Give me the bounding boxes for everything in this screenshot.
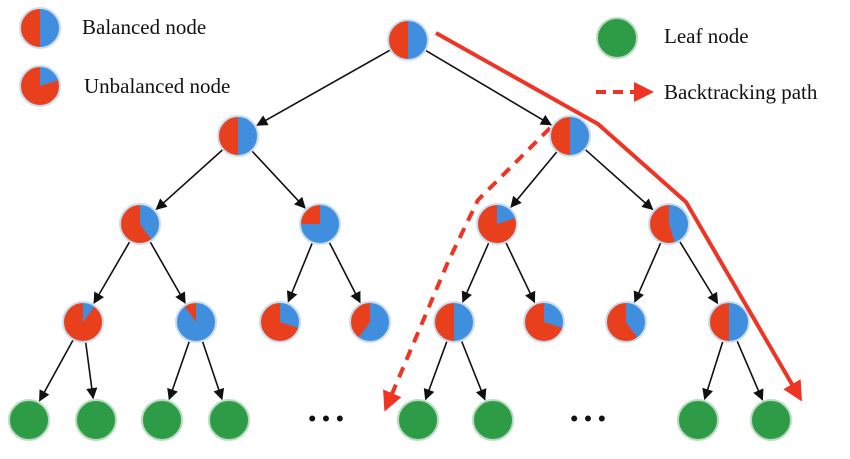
edge-n3-b-to-leaf-3 — [167, 341, 190, 401]
edge-n3-a-to-leaf-2 — [84, 342, 98, 400]
edge-n3-h-to-leaf-8 — [736, 340, 764, 401]
tree-node-root — [387, 19, 429, 61]
edge-root-to-n1-right — [425, 50, 553, 126]
tree-node-n2-b — [299, 203, 341, 245]
edge-n2-d-to-n3-h — [679, 241, 719, 305]
edge-n2-c-to-n3-e — [461, 242, 490, 303]
edge-n1-left-to-n2-a — [155, 149, 223, 211]
leaf-node-leaf-6 — [472, 399, 514, 441]
edge-n1-right-to-n2-c — [510, 151, 558, 208]
leaf-node-leaf-5 — [397, 399, 439, 441]
legend-leaf-label: Leaf node — [664, 24, 749, 48]
tree-node-n2-d — [648, 203, 690, 245]
edge-n2-c-to-n3-f — [505, 242, 536, 304]
tree-node-n1-right — [549, 115, 591, 157]
tree-node-n3-a — [62, 301, 104, 343]
edge-n2-b-to-n3-d — [328, 242, 361, 304]
tree-node-n1-left — [217, 115, 259, 157]
tree-node-n3-f — [523, 301, 565, 343]
edge-n2-a-to-n3-b — [149, 241, 186, 304]
tree-node-n3-c — [259, 301, 301, 343]
leaf-node-leaf-3 — [141, 399, 183, 441]
leaf-node-leaf-8 — [750, 399, 792, 441]
legend-backtracking-label: Backtracking path — [664, 80, 818, 104]
edge-n2-d-to-n3-g — [633, 242, 662, 303]
leaf-node-leaf-7 — [677, 399, 719, 441]
search-paths — [383, 31, 803, 412]
leaf-node-leaf-4 — [208, 399, 250, 441]
leaf-node-leaf-1 — [8, 399, 50, 441]
tree-node-legend-unbalanced — [19, 65, 61, 107]
backtracking-path-line — [383, 126, 552, 412]
edge-n2-a-to-n3-a — [93, 241, 131, 304]
tree-node-legend-balanced — [19, 7, 61, 49]
ellipsis-right: • • • — [570, 406, 605, 431]
tree-node-n3-b — [175, 301, 217, 343]
legend-unbalanced-label: Unbalanced node — [84, 74, 231, 98]
edge-n2-b-to-n3-c — [286, 243, 313, 303]
edge-n3-b-to-leaf-4 — [201, 341, 225, 401]
tree-node-n3-h — [708, 301, 750, 343]
search-path-line — [435, 31, 803, 402]
tree-node-n3-g — [605, 301, 647, 343]
tree-node-n2-a — [119, 203, 161, 245]
tree-node-n3-e — [433, 301, 475, 343]
leaf-node-leaf-2 — [75, 399, 117, 441]
edge-root-to-n1-left — [256, 49, 391, 126]
edge-n3-e-to-leaf-6 — [461, 341, 487, 401]
tree-edges — [38, 49, 764, 402]
ellipsis-left: • • • — [308, 406, 343, 431]
edge-n3-h-to-leaf-7 — [702, 341, 724, 401]
edge-n3-a-to-leaf-1 — [38, 340, 74, 402]
tree-nodes — [8, 7, 792, 441]
legend-balanced-label: Balanced node — [82, 15, 207, 39]
edge-n1-right-to-n2-d — [585, 149, 654, 211]
edge-n1-left-to-n2-b — [251, 150, 306, 209]
edge-n3-e-to-leaf-5 — [423, 341, 448, 401]
leaf-node-legend-leaf — [596, 17, 638, 59]
tree-node-n3-d — [349, 301, 391, 343]
tree-node-n2-c — [476, 203, 518, 245]
